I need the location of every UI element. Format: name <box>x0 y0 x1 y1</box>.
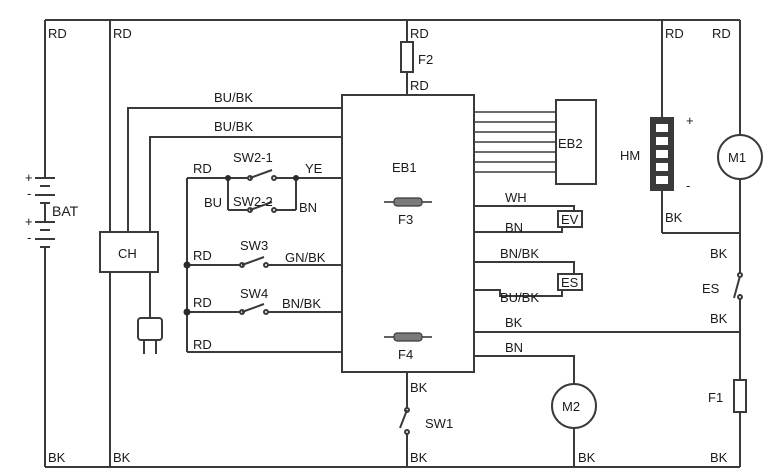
switch-sw3: SW3 <box>239 238 269 268</box>
wire-label-bk-eb1: BK <box>505 315 523 330</box>
wire-label-rd-f2-bottom: RD <box>410 78 429 93</box>
sw1-label: SW1 <box>425 416 453 431</box>
wire-label-ye: YE <box>305 161 323 176</box>
wire-label-bk-bottom-left: BK <box>48 450 66 465</box>
fuse-f1-label: F1 <box>708 390 723 405</box>
battery-plus-1: + <box>25 170 33 185</box>
junction-dots <box>183 175 299 316</box>
motor-m1-label: M1 <box>728 150 746 165</box>
hm-label: HM <box>620 148 640 163</box>
sw2-1-label: SW2-1 <box>233 150 273 165</box>
eb1-label: EB1 <box>392 160 417 175</box>
battery-minus-2: - <box>27 230 31 245</box>
es-switch: ES <box>702 270 743 300</box>
charger: CH <box>99 231 163 354</box>
ev-label: EV <box>561 212 579 227</box>
wire-label-bubk-1: BU/BK <box>214 90 253 105</box>
wire-label-rd-m1: RD <box>712 26 731 41</box>
motor-m2: M2 <box>551 383 597 429</box>
battery-label: BAT <box>52 203 79 219</box>
wire-label-bnbk-sw4: BN/BK <box>282 296 321 311</box>
motor-m1: M1 <box>717 134 763 180</box>
wire-label-bn-sw2: BN <box>299 200 317 215</box>
wire-label-bn-ev: BN <box>505 220 523 235</box>
wire-label-bk-bottom-ch: BK <box>113 450 131 465</box>
wire-label-bu: BU <box>204 195 222 210</box>
wire-label-wh: WH <box>505 190 527 205</box>
eb2-board: EB2 <box>555 99 597 185</box>
wire-label-rd-sw4: RD <box>193 295 212 310</box>
wire-label-rd-sw3: RD <box>193 248 212 263</box>
ev-block: EV <box>557 210 583 228</box>
wire-label-bubk-2: BU/BK <box>214 119 253 134</box>
hm-meter: HM + - <box>620 113 694 193</box>
wire-label-rd-f2-top: RD <box>410 26 429 41</box>
charger-label: CH <box>118 246 137 261</box>
hm-plus: + <box>686 113 694 128</box>
wire-label-rd-hm: RD <box>665 26 684 41</box>
switch-sw2-1: SW2-1 <box>233 150 277 181</box>
sw3-label: SW3 <box>240 238 268 253</box>
wire-label-bk-right-2: BK <box>710 311 728 326</box>
fuse-f2-label: F2 <box>418 52 433 67</box>
eb2-label: EB2 <box>558 136 583 151</box>
wire-label-bk-bottom-right: BK <box>710 450 728 465</box>
wire-labels: RD RD RD RD RD RD BU/BK BU/BK RD YE BU B… <box>48 26 731 465</box>
wire-label-bk-sw1-top: BK <box>410 380 428 395</box>
switch-sw4: SW4 <box>239 286 269 315</box>
battery-minus-1: - <box>27 186 31 201</box>
es-block: ES <box>557 273 583 291</box>
es-block-label: ES <box>561 275 579 290</box>
fuse-f3-label: F3 <box>398 212 413 227</box>
eb1-board: EB1 F3 F4 <box>341 94 475 373</box>
motor-m2-label: M2 <box>562 399 580 414</box>
fuse-f4-label: F4 <box>398 347 413 362</box>
es-switch-label: ES <box>702 281 720 296</box>
battery: + - + - BAT <box>25 170 79 250</box>
wire-label-bnbk-es: BN/BK <box>500 246 539 261</box>
wire-label-bk-hm: BK <box>665 210 683 225</box>
sw2-2-label: SW2-2 <box>233 194 273 209</box>
wire-label-rd-top-left: RD <box>48 26 67 41</box>
wire-label-rd-bottom: RD <box>193 337 212 352</box>
wire-label-bk-right-1: BK <box>710 246 728 261</box>
sw4-label: SW4 <box>240 286 268 301</box>
wire-label-gnbk: GN/BK <box>285 250 326 265</box>
hm-minus: - <box>686 178 690 193</box>
battery-plus-2: + <box>25 214 33 229</box>
fuse-f1: F1 <box>708 379 747 413</box>
wire-label-rd-sw2: RD <box>193 161 212 176</box>
switch-sw1: SW1 <box>399 407 453 435</box>
wire-label-bubk-es: BU/BK <box>500 290 539 305</box>
wire-label-bn-m2: BN <box>505 340 523 355</box>
wire-label-bk-bottom-m2: BK <box>578 450 596 465</box>
wire-label-rd-top-ch: RD <box>113 26 132 41</box>
wire-label-bk-sw1-bottom: BK <box>410 450 428 465</box>
fuse-f2: F2 <box>400 41 433 73</box>
switch-sw2-2: SW2-2 <box>233 194 277 213</box>
